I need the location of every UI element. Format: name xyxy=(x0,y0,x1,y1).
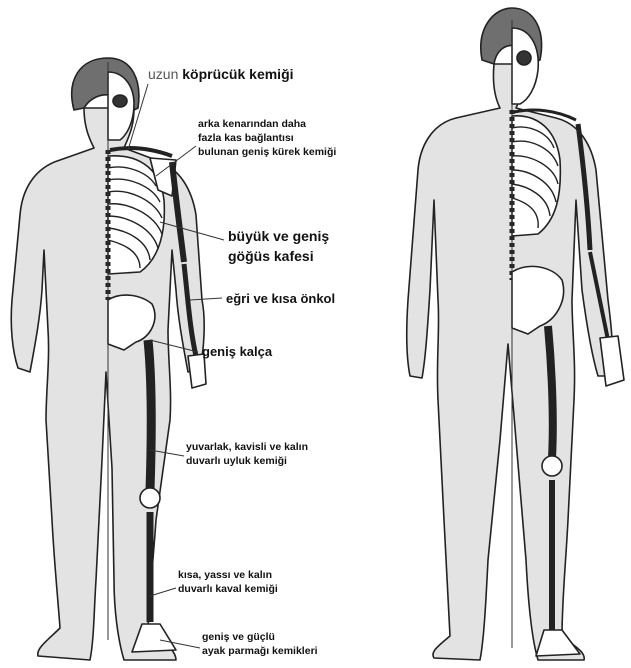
right-figure xyxy=(407,8,624,660)
label-ribcage: büyük ve geniş göğüs kafesi xyxy=(228,226,329,266)
label-clavicle-prefix: uzun xyxy=(148,66,178,82)
right-eye-socket xyxy=(517,51,531,65)
label-femur-line-2: duvarlı uyluk kemiği xyxy=(186,454,308,468)
label-clavicle: uzun köprücük kemiği xyxy=(148,64,294,84)
label-clavicle-text: köprücük kemiği xyxy=(182,66,293,82)
label-scapula-line-3: bulunan geniş kürek kemiği xyxy=(198,145,336,159)
label-tibia: kısa, yassı ve kalın duvarlı kaval kemiğ… xyxy=(178,568,278,596)
right-patella xyxy=(542,456,562,476)
label-foot: geniş ve güçlü ayak parmağı kemikleri xyxy=(202,630,318,658)
label-tibia-line-1: kısa, yassı ve kalın xyxy=(178,568,278,582)
label-forearm: eğri ve kısa önkol xyxy=(226,291,335,307)
label-ribcage-line-1: büyük ve geniş xyxy=(228,226,329,246)
label-ribcage-line-2: göğüs kafesi xyxy=(228,246,329,266)
label-scapula-line-2: fazla kas bağlantısı xyxy=(198,131,336,145)
label-foot-line-1: geniş ve güçlü xyxy=(202,630,318,644)
label-scapula: arka kenarından daha fazla kas bağlantıs… xyxy=(198,117,336,159)
left-figure xyxy=(11,58,206,660)
right-foot-bones xyxy=(536,630,580,656)
label-tibia-line-2: duvarlı kaval kemiği xyxy=(178,582,278,596)
label-pelvis: geniş kalça xyxy=(202,344,272,360)
left-femur xyxy=(148,340,151,490)
left-eye-socket xyxy=(113,95,127,107)
right-hand xyxy=(600,336,624,386)
label-femur: yuvarlak, kavisli ve kalın duvarlı uyluk… xyxy=(186,440,308,468)
right-femur xyxy=(548,326,553,458)
label-femur-line-1: yuvarlak, kavisli ve kalın xyxy=(186,440,308,454)
label-scapula-line-1: arka kenarından daha xyxy=(198,117,336,131)
left-patella xyxy=(140,488,160,508)
label-foot-line-2: ayak parmağı kemikleri xyxy=(202,644,318,658)
